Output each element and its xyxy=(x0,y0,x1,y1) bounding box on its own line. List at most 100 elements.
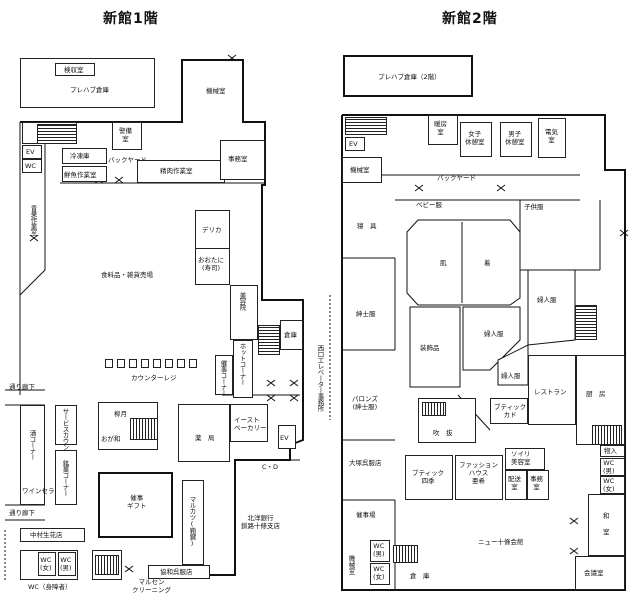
restaurant-label: レストラン xyxy=(534,388,567,396)
souko-f2-label: 倉 庫 xyxy=(410,572,430,580)
room-marukatsu-label: マルカツ(鞄鍵) xyxy=(188,496,196,547)
room-kyowa-label: 協和呉服店 xyxy=(160,568,193,576)
kikai2-label: 機械室 xyxy=(347,555,355,575)
room-wc-m xyxy=(58,552,76,576)
kodomo-label: 子供服 xyxy=(524,203,544,211)
fashion-label: ファッション ハウス 亜希 xyxy=(459,461,498,485)
fukinuke-label: 吹 抜 xyxy=(433,429,453,437)
room-washitsu xyxy=(588,494,625,556)
counter-box xyxy=(105,359,113,368)
room-souko xyxy=(280,320,303,350)
baby-label: ベビー服 xyxy=(416,201,442,209)
room-hot-label: ホットコーナー xyxy=(238,343,246,385)
room-ev xyxy=(22,145,42,159)
room-souko-label: 倉庫 xyxy=(284,331,297,339)
stairs-f1-mid xyxy=(258,325,280,355)
room-reito xyxy=(62,148,107,164)
f2-backyard-label: バックヤード xyxy=(437,174,476,182)
room-sake-label: 酒コーナー xyxy=(28,430,36,460)
room-joshi-label: 女子 休憩室 xyxy=(465,130,485,146)
food-area-label: 食料品・雑貨売場 xyxy=(101,271,153,279)
room-prefab2 xyxy=(343,55,473,97)
boutique-kado-label: ブティック カド xyxy=(494,403,527,419)
room-kikai-label: 機械室 xyxy=(206,87,226,95)
fujin1-label: 婦人服 xyxy=(537,296,557,304)
stairs-f1-sw xyxy=(130,418,158,440)
room-wc-dis-label: WC（身障者） xyxy=(28,583,72,591)
corridor-top-label: 通り廊下 xyxy=(9,383,35,391)
floor2-title: 新館2階 xyxy=(442,11,498,27)
fujin2-label: 婦人服 xyxy=(484,330,504,338)
room-restaurant xyxy=(528,355,576,425)
room-wc-f-label: WC (女) xyxy=(40,556,52,572)
room-service-label: サービスカウンター xyxy=(61,408,69,462)
room-saiji-corner xyxy=(215,355,233,395)
counter-box xyxy=(153,359,161,368)
room-monoire xyxy=(600,445,625,457)
room-hot xyxy=(233,340,253,398)
washitsu-label: 和 室 xyxy=(603,512,610,536)
room-haizou xyxy=(505,470,527,500)
room-biyou-label: 美容院 xyxy=(238,292,246,310)
room-boutique-kado xyxy=(490,398,528,424)
room-sengyo-label: 鮮魚作業室 xyxy=(64,171,97,179)
room-kikai-f2 xyxy=(342,157,382,183)
wc2-m-label: WC (男) xyxy=(373,542,385,558)
counter-label: カウンターレジ xyxy=(131,374,177,382)
room-east-label: イースト ベーカリー xyxy=(234,416,267,432)
room-wc-m-f2 xyxy=(600,458,625,476)
room-wc2-f xyxy=(370,563,390,585)
room-ev-label: EV xyxy=(26,148,35,156)
room-boutique-shiki xyxy=(405,455,453,500)
room-kaigi xyxy=(575,556,625,590)
room-seika-label: 青果作業室 xyxy=(29,205,37,235)
room-marukatsu xyxy=(182,480,204,565)
room-fashion xyxy=(455,455,503,500)
room-kenshu xyxy=(55,63,95,76)
room-prefab-label: プレハブ倉庫 xyxy=(70,86,109,94)
room-danbo-label: 暖房 室 xyxy=(434,120,447,136)
room-wc-f-f2 xyxy=(600,476,625,494)
room-danbo xyxy=(428,115,458,145)
room-prefab2-label: プレハブ倉庫（2階） xyxy=(378,73,441,81)
stairs-f2-se xyxy=(592,425,622,445)
room-joshi xyxy=(460,122,492,157)
wc-m-f2-label: WC (男) xyxy=(603,459,615,475)
room-ogawa-label: おが和 xyxy=(101,435,121,443)
room-jimu xyxy=(220,140,265,180)
room-danshi-label: 男子 休憩室 xyxy=(505,130,525,146)
counter-box xyxy=(189,359,197,368)
room-marusen-label: マルセン クリーニング xyxy=(132,578,171,594)
soiri-label: ソイリ 美容室 xyxy=(511,450,531,466)
room-denki xyxy=(538,118,566,158)
room-meika xyxy=(55,450,77,505)
room-kyowa xyxy=(148,565,210,579)
stairs-f1-nw xyxy=(37,124,77,144)
room-hokuyo-label: 北洋銀行 釧路十條支店 xyxy=(241,514,280,530)
left-shop-column xyxy=(20,405,45,505)
room-service xyxy=(55,405,77,445)
counter-box xyxy=(165,359,173,368)
escalator-f2 xyxy=(422,402,446,416)
room-nakamura-label: 中村生花店 xyxy=(30,531,63,539)
stairs-f2-sw xyxy=(393,545,418,563)
soshokuhin-label: 装飾品 xyxy=(420,344,440,352)
room-kikai-f2-label: 機械室 xyxy=(350,166,370,174)
room-saiji-gift xyxy=(98,472,173,538)
parons-label: パロンズ (紳士服) xyxy=(352,395,378,411)
room-yakkyoku xyxy=(178,404,230,462)
room-wc2-m xyxy=(370,540,390,562)
floor1-title: 新館1階 xyxy=(103,11,159,27)
shinshi-label: 紳士服 xyxy=(356,310,376,318)
counter-box xyxy=(117,359,125,368)
hada-label: 肌 xyxy=(440,259,447,267)
wc-f-f2-label: WC (女) xyxy=(603,477,615,493)
room-saiji-corner-label: 催事コーナー xyxy=(219,360,227,396)
room-ev2-label: EV xyxy=(280,434,289,442)
room-danshi xyxy=(500,122,532,157)
west-elev-label: 西口エレベーター事務所 xyxy=(316,345,324,411)
room-ootani xyxy=(195,248,230,285)
wc2-f-label: WC (女) xyxy=(373,565,385,581)
